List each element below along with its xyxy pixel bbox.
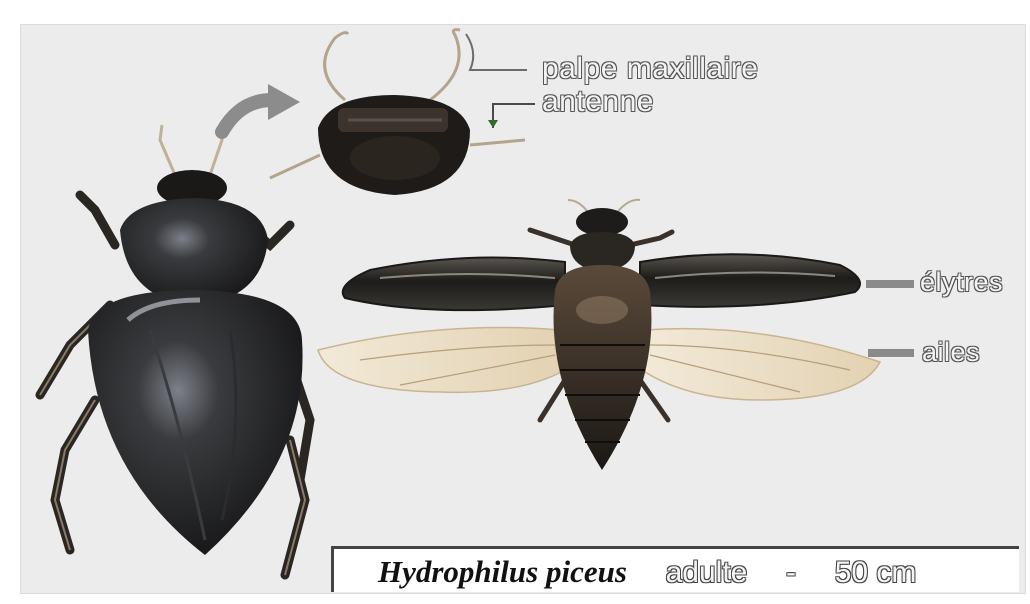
- arrow-icon: [222, 84, 300, 132]
- label-antenne: antenne: [542, 87, 654, 117]
- beetle-side-view: [40, 125, 310, 575]
- caption-box: Hydrophilus piceus adulte - 50 cm: [331, 546, 1019, 592]
- caption-stage: adulte: [666, 556, 748, 589]
- caption-size: 50 cm: [835, 556, 917, 589]
- caption-text: Hydrophilus piceus adulte - 50 cm: [378, 555, 916, 590]
- beetle-head-detail: [270, 30, 525, 195]
- label-palpe-maxillaire: palpe maxillaire: [542, 54, 758, 84]
- species-name: Hydrophilus piceus: [378, 554, 627, 589]
- label-elytres: élytres: [920, 267, 1003, 297]
- label-ailes: ailes: [922, 337, 980, 367]
- beetle-spread-wings: [318, 200, 880, 470]
- caption-separator: -: [786, 556, 796, 589]
